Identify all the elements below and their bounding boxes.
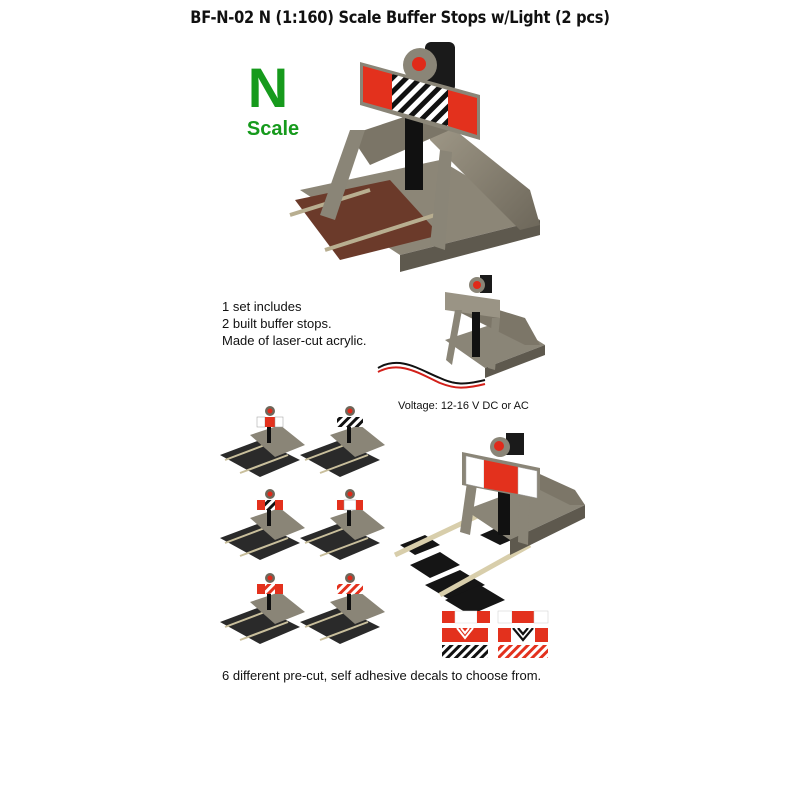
variant-4 — [300, 489, 385, 560]
decal-black-white-stripes — [442, 645, 488, 658]
decal-white-red-white — [497, 610, 549, 624]
decal-red-black-chevron-red — [498, 628, 548, 642]
decal-caption: 6 different pre-cut, self adhesive decal… — [222, 668, 542, 683]
product-title: BF-N-02 N (1:160) Scale Buffer Stops w/L… — [190, 8, 610, 28]
n-scale-label: Scale — [246, 118, 300, 140]
n-scale-letter: N — [247, 56, 289, 119]
decal-red-white-stripes — [498, 645, 548, 658]
variant-2 — [300, 406, 385, 477]
decal-red-white-red — [442, 610, 490, 624]
description-line: Made of laser-cut acrylic. — [222, 333, 367, 348]
variant-6 — [300, 573, 385, 644]
voltage-spec: Voltage: 12-16 V DC or AC — [398, 400, 529, 412]
variant-1 — [220, 406, 305, 477]
decal-red-chevron-red — [442, 628, 488, 642]
description-line: 2 built buffer stops. — [222, 316, 332, 331]
description-line: 1 set includes — [222, 299, 302, 314]
variant-3 — [220, 489, 305, 560]
set-description: 1 set includes 2 built buffer stops. Mad… — [222, 298, 367, 349]
variant-5 — [220, 573, 305, 644]
